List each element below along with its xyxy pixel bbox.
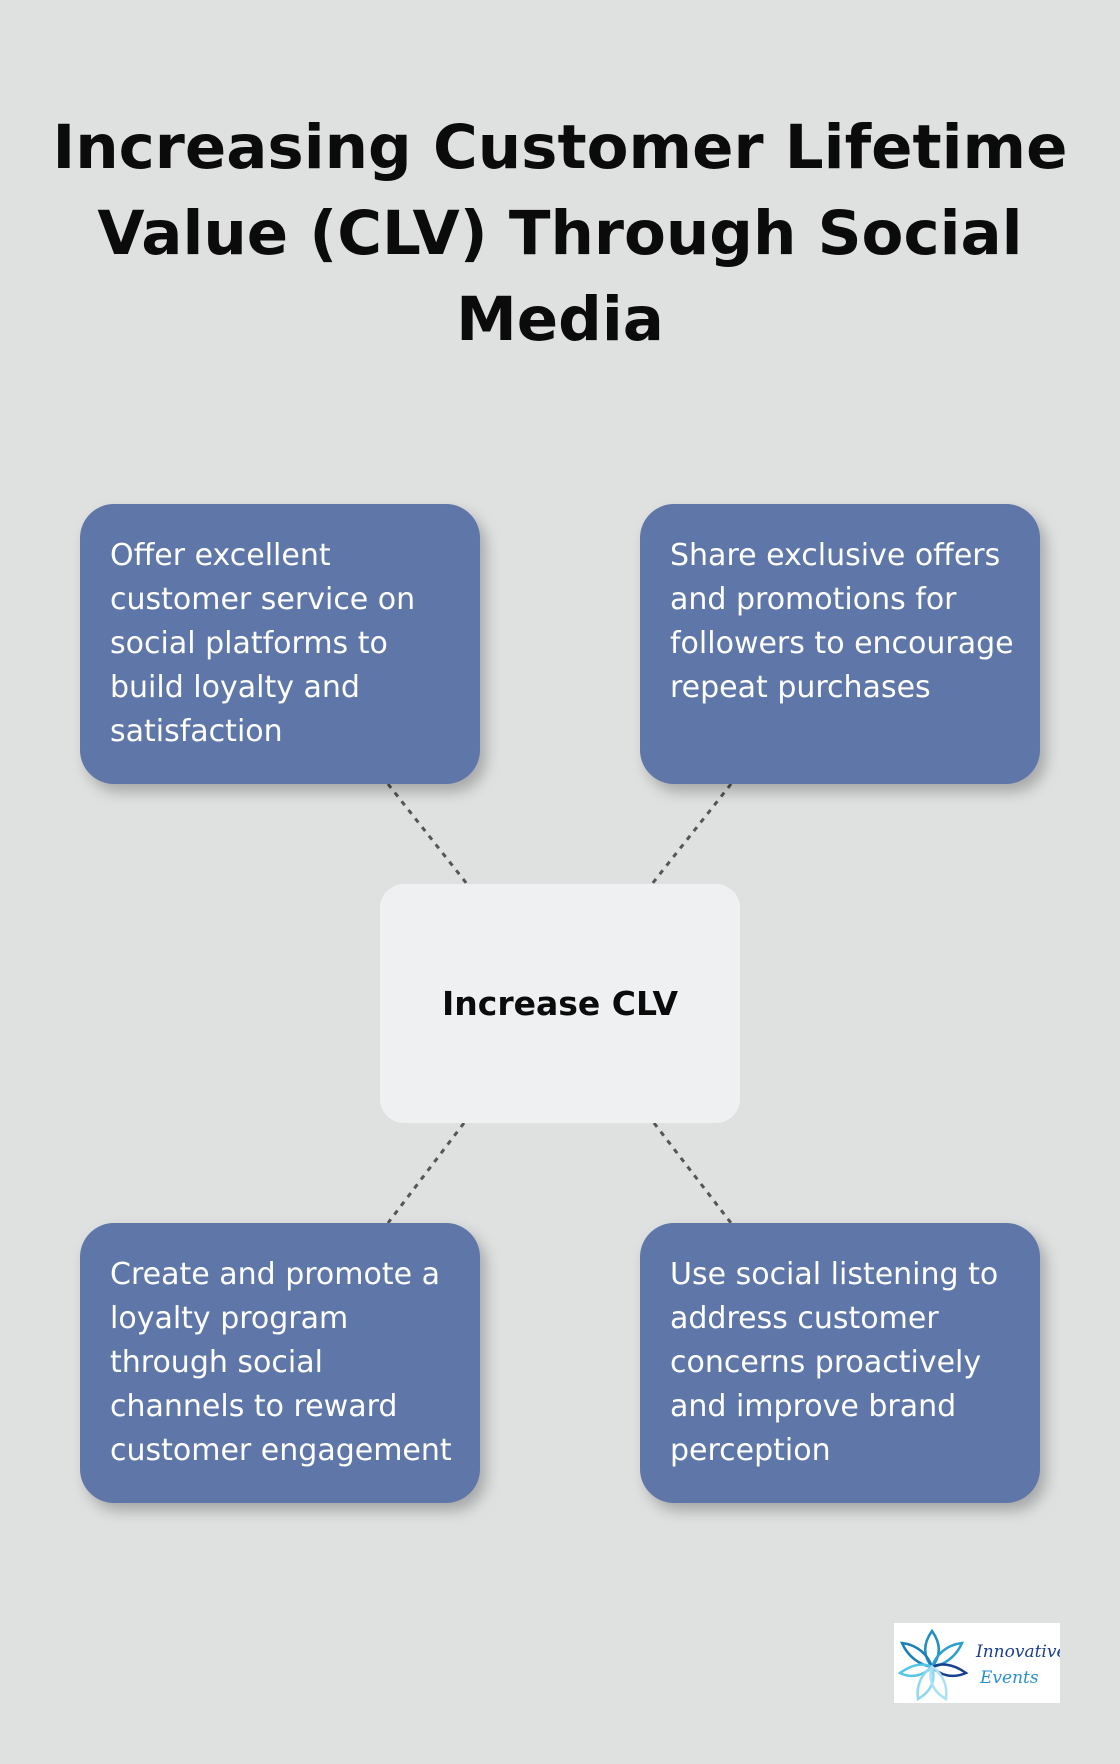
connector-top-left [386,783,469,885]
svg-text:Innovative: Innovative [975,1642,1060,1662]
page-title: Increasing Customer Lifetime Value (CLV)… [52,112,1068,355]
logo: Innovative Events [894,1623,1067,1703]
flower-logo-icon: Innovative Events [897,1628,1067,1701]
card-exclusive-offers: Share exclusive offers and promotions fo… [640,504,1040,784]
card-social-listening: Use social listening to address customer… [640,1223,1040,1503]
svg-text:Events: Events [979,1668,1039,1688]
card-customer-service: Offer excellent customer service on soci… [80,504,480,784]
connector-bottom-right [652,1122,733,1224]
center-node: Increase CLV [380,884,740,1123]
connector-bottom-left [386,1122,466,1224]
connector-top-right [650,783,733,885]
card-loyalty-program: Create and promote a loyalty program thr… [80,1223,480,1503]
